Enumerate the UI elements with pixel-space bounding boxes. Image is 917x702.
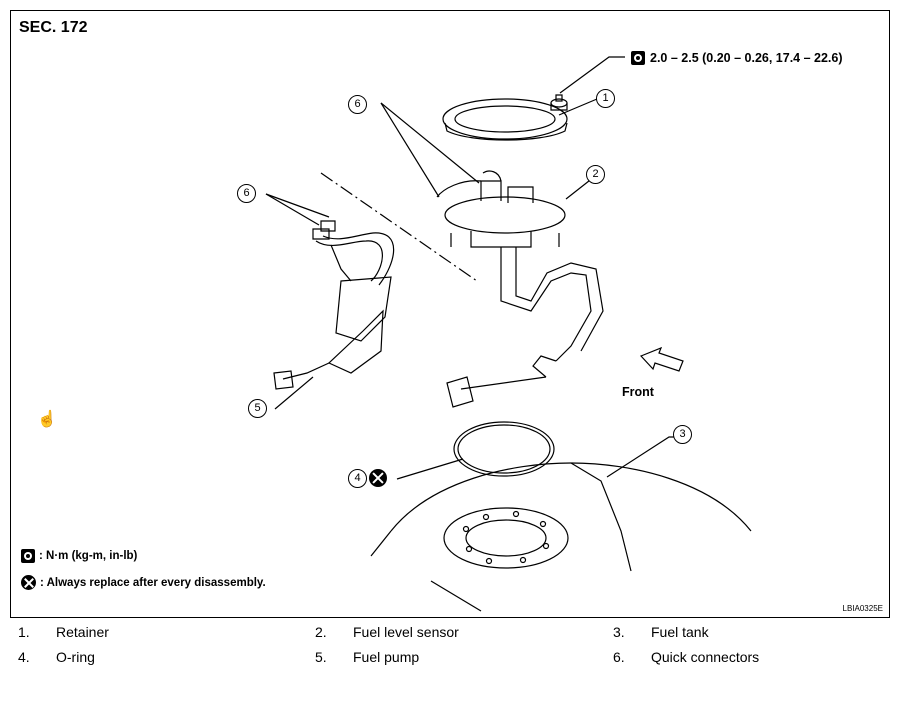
torque-wrench-icon [631, 51, 645, 65]
front-label: Front [622, 385, 654, 399]
callout-4: 4 [348, 469, 367, 488]
parts-row: 4. O-ring 5. Fuel pump 6. Quick connecto… [18, 649, 898, 669]
callout-6-upper: 6 [348, 95, 367, 114]
part-number: 4. [18, 649, 30, 665]
fuel-level-sensor-drawing [436, 170, 604, 408]
callout-6-lower: 6 [237, 184, 256, 203]
part-number: 2. [315, 624, 327, 640]
legend-torque-text: : N·m (kg-m, in-lb) [39, 550, 138, 562]
o-ring-drawing [453, 421, 555, 477]
diagram-figure: SEC. 172 2.0 – 2.5 (0.20 – 0.26, 17.4 – … [10, 10, 890, 618]
section-label: SEC. 172 [19, 19, 88, 36]
parts-row: 1. Retainer 2. Fuel level sensor 3. Fuel… [18, 624, 898, 644]
front-arrow-drawing [639, 346, 684, 372]
part-number: 3. [613, 624, 625, 640]
figure-code: LBIA0325E [842, 604, 883, 613]
part-name: Fuel pump [353, 649, 420, 665]
hand-cursor-icon: ☝ [37, 411, 57, 428]
callout-3: 3 [673, 425, 692, 444]
part-number: 5. [315, 649, 327, 665]
callout-2: 2 [586, 165, 605, 184]
part-name: O-ring [56, 649, 95, 665]
legend-replace-text: : Always replace after every disassembly… [40, 576, 266, 589]
part-name: Quick connectors [651, 649, 760, 665]
fuel-tank-drawing [370, 462, 752, 612]
callout-1: 1 [596, 89, 615, 108]
legend-replace: : Always replace after every disassembly… [21, 575, 266, 590]
part-name: Fuel level sensor [353, 624, 459, 640]
part-name: Retainer [56, 624, 109, 640]
torque-wrench-icon [21, 549, 35, 563]
legend-torque: : N·m (kg-m, in-lb) [21, 549, 137, 563]
part-number: 1. [18, 624, 30, 640]
retainer-drawing [442, 98, 568, 141]
exploded-view-drawing [265, 56, 752, 612]
part-name: Fuel tank [651, 624, 709, 640]
replace-part-icon [21, 575, 36, 590]
replace-part-icon [369, 469, 387, 487]
bolt-drawing [550, 94, 568, 111]
callout-5: 5 [248, 399, 267, 418]
torque-spec: 2.0 – 2.5 (0.20 – 0.26, 17.4 – 22.6) [631, 51, 843, 65]
fuel-pump-drawing [273, 220, 395, 390]
torque-spec-text: 2.0 – 2.5 (0.20 – 0.26, 17.4 – 22.6) [650, 51, 843, 65]
part-number: 6. [613, 649, 625, 665]
